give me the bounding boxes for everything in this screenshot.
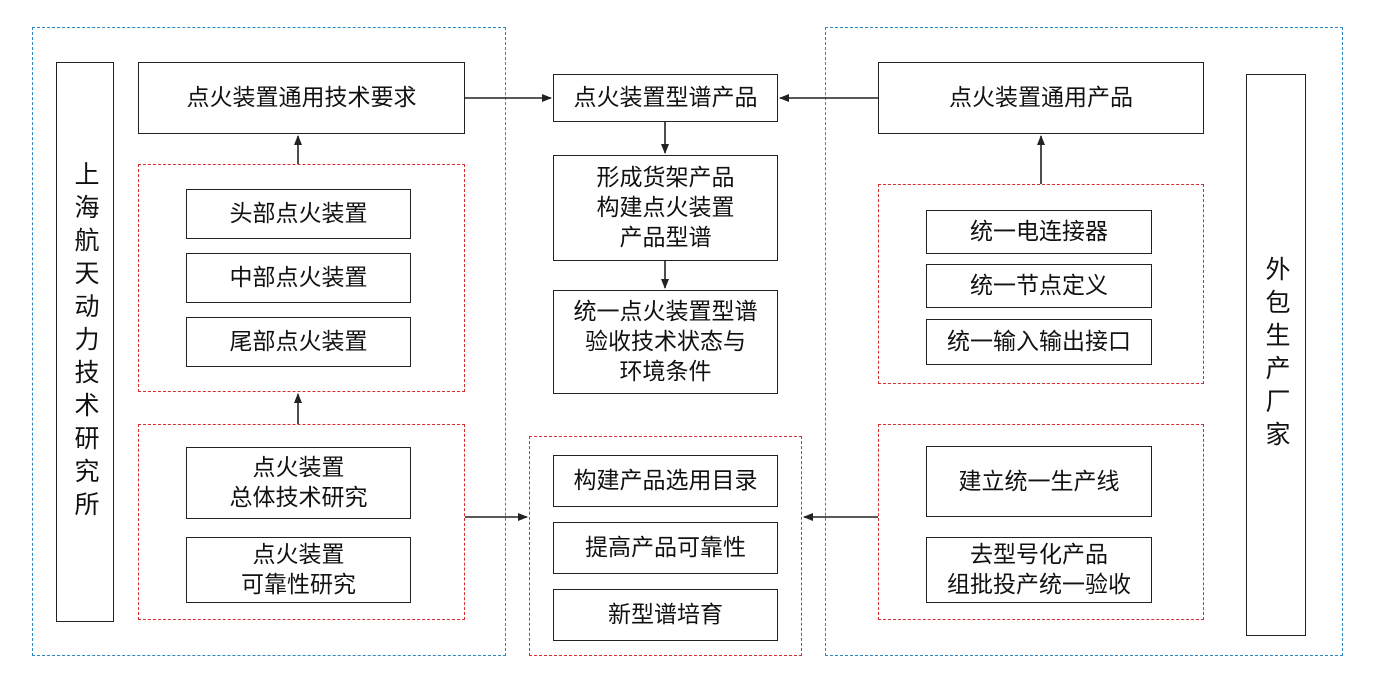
unify-group-frame [878,184,1204,384]
middle-device-box: 中部点火装置 [186,253,411,303]
reliability-research-box: 点火装置 可靠性研究 [186,537,411,603]
right-org-box: 外包生产厂家 [1246,74,1306,636]
head-device-box: 头部点火装置 [186,189,411,239]
left-org-label: 上海航天动力技术研究所 [71,160,100,524]
shelf-product-box: 形成货架产品 构建点火装置 产品型谱 [553,155,778,261]
batch-acceptance-box: 去型号化产品 组批投产统一验收 [926,537,1152,603]
production-group-frame [878,424,1204,620]
reliability-goal-box: 提高产品可靠性 [553,522,778,574]
unify-connector-box: 统一电连接器 [926,210,1152,254]
left-org-box: 上海航天动力技术研究所 [56,62,114,622]
right-org-label: 外包生产厂家 [1262,256,1291,454]
goals-group-frame [529,436,802,656]
general-product-box: 点火装置通用产品 [878,62,1204,134]
overall-research-box: 点火装置 总体技术研究 [186,447,411,519]
requirements-box: 点火装置通用技术要求 [138,62,465,134]
spectrum-product-box: 点火装置型谱产品 [553,74,778,122]
tail-device-box: 尾部点火装置 [186,317,411,367]
selection-catalog-box: 构建产品选用目录 [553,455,778,507]
new-spectrum-box: 新型谱培育 [553,589,778,641]
device-group-frame [138,164,465,392]
research-group-frame [138,424,465,620]
left-group-frame [32,27,506,656]
unify-acceptance-box: 统一点火装置型谱 验收技术状态与 环境条件 [553,290,778,394]
unify-io-box: 统一输入输出接口 [926,319,1152,365]
unify-node-box: 统一节点定义 [926,264,1152,308]
right-group-frame [825,27,1343,656]
production-line-box: 建立统一生产线 [926,446,1152,517]
